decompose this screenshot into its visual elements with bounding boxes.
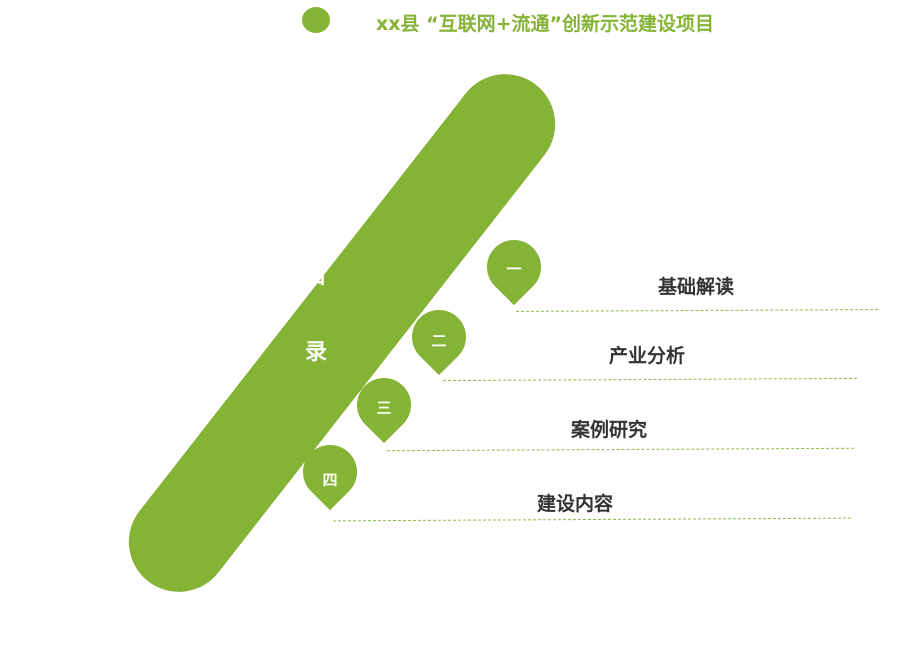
toc-item-number: 一 xyxy=(506,260,522,278)
toc-diagonal-band xyxy=(108,53,576,613)
toc-item-label: 产业分析 xyxy=(609,345,686,367)
header-bullet-dot xyxy=(302,7,330,33)
toc-item-number: 四 xyxy=(322,471,338,489)
toc-item-label: 建设内容 xyxy=(537,493,614,515)
toc-item-label: 基础解读 xyxy=(658,276,735,298)
toc-item-number: 三 xyxy=(376,399,392,417)
toc-item-number: 二 xyxy=(431,332,447,350)
page-title: xx县 “互联网+流通”创新示范建设项目 xyxy=(376,13,715,35)
toc-title-char-2: 录 xyxy=(305,340,328,365)
toc-item-label: 案例研究 xyxy=(571,419,648,441)
toc-title-char-1: 目 xyxy=(305,264,328,289)
